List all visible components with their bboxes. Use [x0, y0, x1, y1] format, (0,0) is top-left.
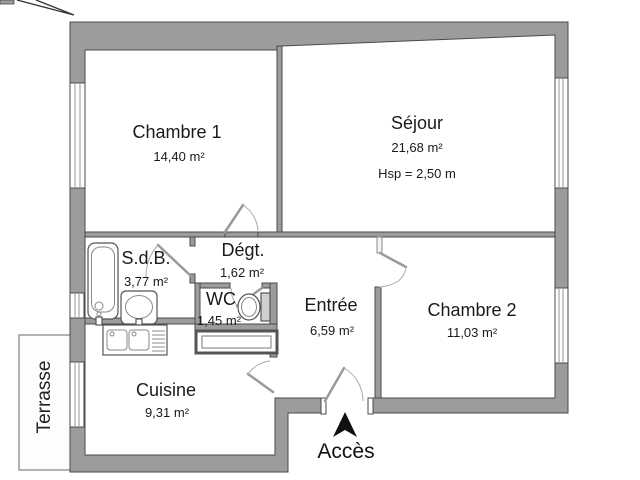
label-degagement: Dégt.: [221, 240, 264, 260]
label-sdb: S.d.B.: [121, 248, 170, 268]
terrace-area: [18, 334, 73, 471]
area-degagement: 1,62 m²: [220, 265, 265, 280]
bathtub-icon: [87, 242, 119, 326]
door-cuisine: [246, 360, 275, 394]
door-sejour-entree: [376, 236, 408, 288]
door-access: [323, 366, 364, 403]
label-chambre1: Chambre 1: [132, 122, 221, 142]
label-sejour: Séjour: [391, 113, 443, 133]
area-sdb: 3,77 m²: [124, 274, 169, 289]
label-access: Accès: [317, 440, 374, 463]
window-chambre1: [69, 82, 86, 189]
access-door-opening: [320, 397, 374, 415]
window-chambre2: [554, 287, 569, 364]
terrace-label: Terrasse: [34, 361, 55, 434]
label-chambre2: Chambre 2: [427, 300, 516, 320]
window-sejour: [554, 77, 569, 189]
label-wc: WC: [206, 289, 236, 309]
door-sdb: [145, 243, 194, 279]
doors: [145, 203, 408, 403]
door-chambre1: [223, 203, 259, 234]
window-cuisine: [69, 361, 85, 428]
access-arrow-icon: [333, 412, 357, 437]
north-arrow-icon: [0, 0, 75, 16]
windows: [69, 77, 569, 428]
area-chambre2: 11,03 m²: [447, 325, 498, 340]
area-entree: 6,59 m²: [310, 323, 355, 338]
ceiling-height-note: Hsp = 2,50 m: [378, 166, 456, 181]
label-entree: Entrée: [304, 295, 357, 315]
washbasin-icon: [120, 290, 158, 326]
area-cuisine: 9,31 m²: [145, 405, 190, 420]
area-sejour: 21,68 m²: [391, 140, 443, 155]
window-sdb: [69, 292, 85, 319]
closet: [194, 329, 279, 355]
toilet-icon: [237, 292, 271, 322]
fixtures: [87, 242, 279, 356]
area-chambre1: 14,40 m²: [153, 149, 205, 164]
kitchen-sink-icon: [102, 324, 168, 356]
room-sejour: [281, 34, 556, 233]
area-wc: 1,45 m²: [197, 313, 242, 328]
label-cuisine: Cuisine: [136, 380, 196, 400]
